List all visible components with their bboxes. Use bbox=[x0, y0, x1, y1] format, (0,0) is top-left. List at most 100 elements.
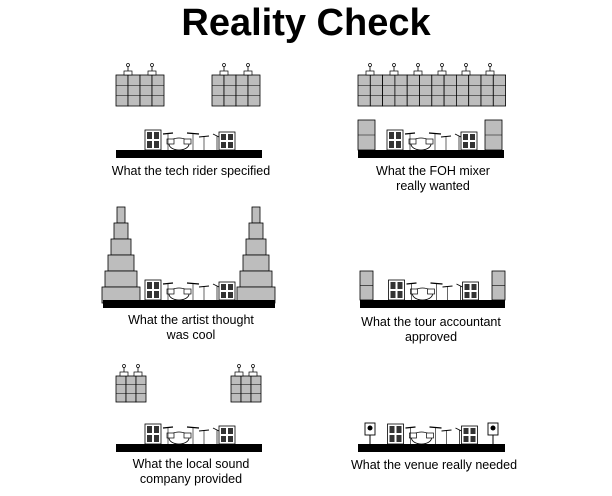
stage-deck bbox=[360, 300, 505, 308]
amp-speaker bbox=[389, 426, 395, 433]
speaker-column bbox=[357, 74, 371, 107]
caption-line: approved bbox=[404, 330, 458, 344]
cymbal bbox=[198, 135, 210, 138]
speaker-column bbox=[247, 74, 261, 107]
amp-speaker bbox=[397, 282, 403, 289]
amp-speaker bbox=[147, 426, 152, 433]
amp-speaker bbox=[464, 292, 470, 298]
tom-drum bbox=[427, 288, 435, 295]
cymbal bbox=[440, 135, 452, 138]
caption-line: What the venue really needed bbox=[350, 458, 518, 472]
amp-speaker bbox=[228, 436, 233, 442]
caption-line: What the tech rider specified bbox=[111, 164, 271, 178]
caption-artist: What the artist thought was cool bbox=[96, 313, 286, 343]
speaker-column bbox=[135, 375, 147, 403]
amp-speaker bbox=[463, 134, 468, 140]
stage-deck bbox=[358, 444, 505, 452]
speaker-tier bbox=[239, 270, 273, 288]
speaker-column bbox=[127, 74, 141, 107]
amp-speaker bbox=[471, 292, 477, 298]
rigging-bumper bbox=[485, 70, 495, 76]
speaker-tier bbox=[248, 222, 264, 240]
rigging-hook bbox=[440, 63, 444, 67]
amp-speaker bbox=[154, 282, 159, 289]
speaker-tier bbox=[251, 206, 261, 224]
caption-tech-rider: What the tech rider specified bbox=[96, 164, 286, 179]
speaker-cone bbox=[490, 425, 496, 431]
rigging-bumper bbox=[147, 70, 157, 76]
stage-deck bbox=[103, 300, 275, 308]
amp-speaker bbox=[389, 132, 394, 139]
amp-speaker bbox=[470, 436, 476, 442]
tom-drum bbox=[166, 432, 175, 439]
amp-speaker bbox=[147, 141, 152, 148]
panel-tech-rider bbox=[115, 63, 262, 158]
amp-speaker bbox=[221, 428, 226, 434]
speaker-column bbox=[443, 74, 457, 107]
speaker-column bbox=[431, 74, 445, 107]
rigging-bumper bbox=[123, 70, 133, 76]
caption-line: What the artist thought bbox=[128, 313, 254, 327]
speaker-tier bbox=[113, 222, 129, 240]
amp-speaker bbox=[470, 428, 476, 434]
rigging-bumper bbox=[389, 70, 399, 76]
amp-speaker bbox=[463, 428, 469, 434]
rigging-hook bbox=[368, 63, 372, 67]
amp-speaker bbox=[147, 435, 152, 442]
speaker-column bbox=[223, 74, 237, 107]
rigging-hook bbox=[488, 63, 492, 67]
speaker-column bbox=[125, 375, 137, 403]
amp-speaker bbox=[396, 435, 402, 442]
cymbal bbox=[186, 426, 200, 429]
amp-speaker bbox=[147, 291, 152, 298]
tom-drum bbox=[166, 288, 175, 295]
rigging-hook bbox=[222, 63, 226, 67]
amp-speaker bbox=[463, 142, 468, 148]
rigging-hook bbox=[246, 63, 250, 67]
amp-speaker bbox=[228, 284, 233, 290]
speaker-column bbox=[151, 74, 165, 107]
speaker-cone bbox=[367, 425, 373, 431]
speaker-column bbox=[468, 74, 482, 107]
speaker-column bbox=[240, 375, 252, 403]
caption-line: was cool bbox=[166, 328, 216, 342]
amp-speaker bbox=[389, 435, 395, 442]
amp-speaker bbox=[221, 284, 226, 290]
rigging-hook bbox=[136, 364, 140, 368]
rigging-hook bbox=[392, 63, 396, 67]
rigging-bumper bbox=[437, 70, 447, 76]
caption-tour-accountant: What the tour accountant approved bbox=[336, 315, 526, 345]
amp-speaker bbox=[390, 291, 396, 298]
rigging-bumper bbox=[133, 371, 143, 377]
cymbal bbox=[430, 282, 443, 285]
stage-deck bbox=[116, 444, 262, 452]
rigging-hook bbox=[251, 364, 255, 368]
amp-speaker bbox=[228, 142, 233, 148]
amp-speaker bbox=[147, 282, 152, 289]
caption-venue-needed: What the venue really needed bbox=[334, 458, 534, 473]
speaker-column bbox=[480, 74, 494, 107]
caption-line: What the tour accountant bbox=[361, 315, 501, 329]
panel-foh-mixer bbox=[357, 63, 506, 158]
amp-speaker bbox=[464, 284, 470, 290]
cymbal bbox=[406, 282, 417, 285]
amp-speaker bbox=[154, 426, 159, 433]
amp-speaker bbox=[154, 435, 159, 442]
amp-speaker bbox=[228, 292, 233, 298]
amp-speaker bbox=[154, 291, 159, 298]
amp-speaker bbox=[147, 132, 152, 139]
rigging-bumper bbox=[461, 70, 471, 76]
rigging-hook bbox=[122, 364, 126, 368]
speaker-column bbox=[115, 375, 127, 403]
stage-deck bbox=[358, 150, 504, 158]
amp-speaker bbox=[389, 141, 394, 148]
rigging-bumper bbox=[234, 371, 244, 377]
speaker-column bbox=[455, 74, 470, 107]
speaker-column bbox=[250, 375, 262, 403]
caption-line: What the local sound bbox=[132, 457, 250, 471]
speaker-column bbox=[235, 74, 249, 107]
stage-deck bbox=[116, 150, 262, 158]
rigging-bumper bbox=[413, 70, 423, 76]
speaker-tier bbox=[104, 270, 138, 288]
cymbal bbox=[162, 132, 174, 135]
